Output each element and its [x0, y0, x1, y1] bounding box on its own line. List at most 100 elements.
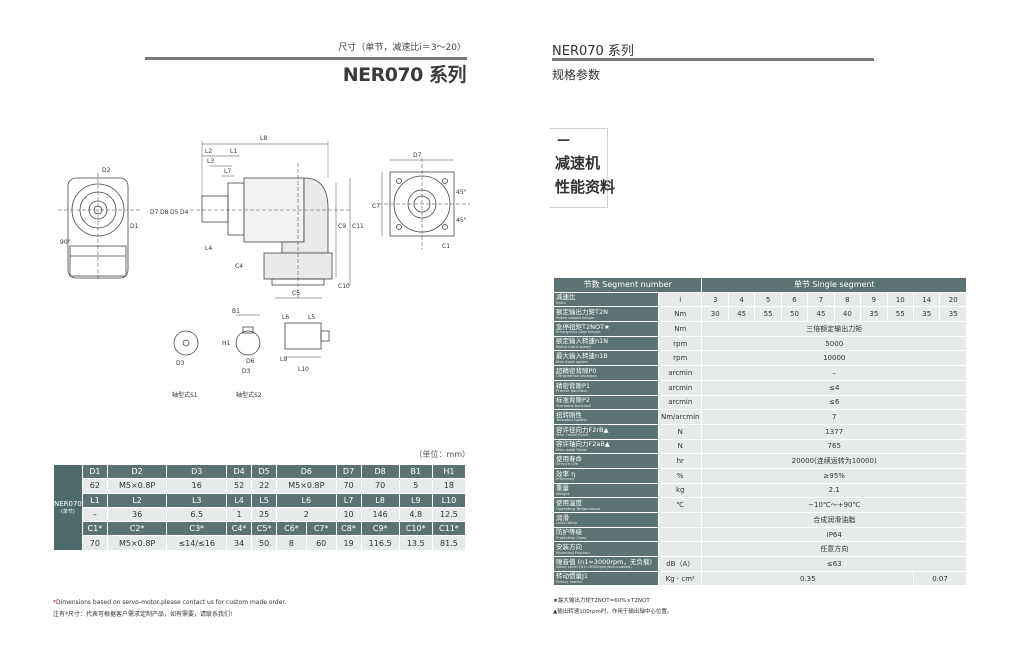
label-l1: L1 — [230, 148, 237, 155]
spec-value-cell: 35 — [860, 306, 888, 323]
spec-value-cell: 765 — [701, 438, 967, 455]
dimension-value-cell: 36 — [106, 506, 168, 523]
spec-unit-cell: ℃ — [657, 497, 703, 513]
spec-param-en: Standard backlash — [556, 402, 592, 408]
dimension-header-cell: L3 — [166, 492, 228, 508]
spec-param-cn: 减速比 — [556, 293, 576, 302]
dimension-value-cell: 5 — [398, 478, 433, 494]
spec-param-cn: 使用温度 — [556, 499, 582, 507]
dimension-header-cell: B1 — [398, 463, 433, 480]
spec-value-cell: −10℃～+90℃ — [701, 497, 967, 513]
dimension-header-cell: C5* — [251, 521, 278, 537]
dimension-value-cell: 18 — [431, 478, 467, 494]
dimension-value-cell: 1 — [226, 506, 253, 523]
spec-value-cell: 1377 — [701, 423, 967, 440]
dimension-header-cell: C6* — [276, 521, 307, 537]
spec-value-cell: 40 — [833, 306, 862, 323]
dimension-header-cell: L7 — [335, 492, 362, 508]
spec-value-cell: 任意方向 — [701, 541, 967, 558]
spec-value-cell: – — [701, 365, 967, 381]
dimension-header-cell: C2* — [106, 521, 168, 537]
spec-value-cell: 三倍额定输出力矩 — [701, 321, 967, 337]
unit-label: （单位：mm） — [414, 450, 470, 459]
dimension-value-cell: 10 — [335, 506, 362, 523]
spec-unit-cell — [657, 526, 703, 543]
spec-value-cell: 30 — [701, 306, 729, 323]
spec-param-en: Precise backlash — [556, 388, 588, 393]
spec-value-cell: 45 — [727, 306, 756, 323]
spec-param-en: Max input speed — [556, 358, 588, 364]
dimension-value-cell: 16 — [166, 478, 228, 494]
spec-value-cell: 2.1 — [701, 482, 967, 499]
spec-param-cn: 精密背隙P1 — [556, 381, 591, 390]
label-d8: D8 — [160, 209, 169, 216]
label-d1: D1 — [130, 223, 139, 230]
dimension-value-cell: 19 — [335, 535, 362, 551]
dimension-header-cell: C3* — [166, 521, 228, 537]
dimension-value-cell: 6.5 — [166, 506, 228, 523]
dimension-value-cell: 4.8 — [398, 506, 433, 523]
dimension-value-cell: 34 — [226, 535, 253, 551]
label-h1: H1 — [222, 340, 231, 347]
dimension-header-cell: L6 — [276, 492, 337, 508]
spec-value-cell: 7 — [807, 291, 835, 308]
dimension-header-cell: D1 — [81, 463, 108, 480]
spec-param-cn: 额定输入转速n1N — [556, 337, 609, 346]
spec-unit-cell: dB（A） — [657, 556, 703, 572]
label-45b: 45° — [456, 217, 467, 224]
spec-unit-cell: Nm/arcmin — [657, 409, 703, 425]
spec-value-cell: 10 — [886, 291, 914, 308]
spec-param-en: Max. radial Force — [556, 432, 589, 438]
spec-unit-cell — [657, 541, 703, 558]
dimension-value-cell: 25 — [251, 506, 278, 523]
spec-param-cn: 额定输出力矩T2N — [556, 308, 608, 317]
spec-param-en: Weight — [556, 490, 570, 496]
dimension-header-cell: D8 — [360, 463, 400, 480]
shaft-type-s1: 轴型式S1 — [172, 391, 198, 399]
dimension-header-cell: H1 — [431, 463, 467, 480]
spec-value-cell: ≥95% — [701, 467, 967, 484]
spec-param-en: Ratio — [556, 299, 566, 305]
spec-unit-cell: arcmin — [657, 365, 703, 381]
dimension-value-cell: 8 — [276, 535, 307, 551]
dimension-value-cell: 81.5 — [431, 535, 467, 551]
dimension-header-cell: D4 — [226, 463, 253, 480]
dimension-value-cell: – — [81, 506, 108, 523]
model-name: NER070 — [54, 499, 82, 508]
label-l6: L6 — [282, 314, 289, 321]
dimension-header-cell: C9* — [360, 521, 400, 537]
spec-param-en: Torsional rigidity — [556, 417, 588, 423]
dimension-value-cell: 52 — [226, 478, 253, 494]
spec-param-cn: 润滑 — [556, 513, 569, 522]
spec-value-cell: 5000 — [701, 335, 967, 352]
spec-value-cell: 55 — [754, 306, 782, 323]
section-tag-frame — [550, 128, 608, 208]
spec-param-cn: 容许轴向力F2aB▲ — [556, 440, 610, 449]
spec-param-en: Rated input speed — [556, 343, 591, 349]
spec-param-en: Efficiency — [556, 476, 575, 482]
label-l10: L10 — [298, 366, 309, 373]
dimension-header-cell: D5 — [251, 463, 278, 480]
spec-param-cn: 容许径向力F2rB▲ — [556, 425, 609, 434]
spec-unit-cell: Kg · cm² — [657, 570, 703, 587]
spec-unit-cell: % — [657, 467, 703, 484]
label-d3-a: D3 — [176, 360, 185, 367]
spec-value-cell: 55 — [886, 306, 914, 323]
label-c11: C11 — [352, 223, 364, 230]
spec-value-cell: 14 — [912, 291, 941, 308]
section-tag-dash: — — [557, 133, 570, 148]
spec-unit-cell: hr — [657, 453, 703, 469]
